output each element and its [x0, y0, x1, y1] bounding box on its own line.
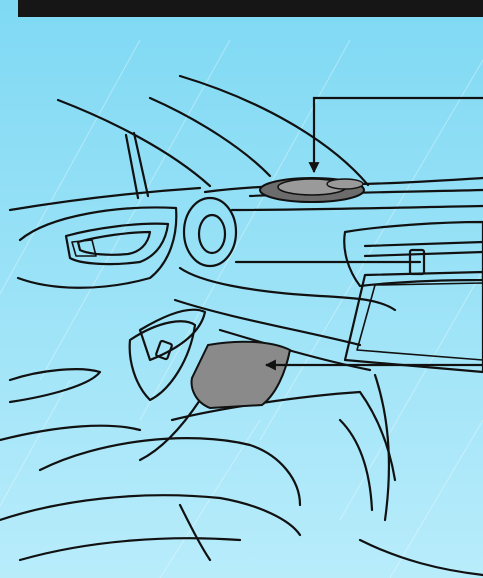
dashboard-top-component [260, 178, 364, 202]
header-bar [18, 0, 483, 17]
